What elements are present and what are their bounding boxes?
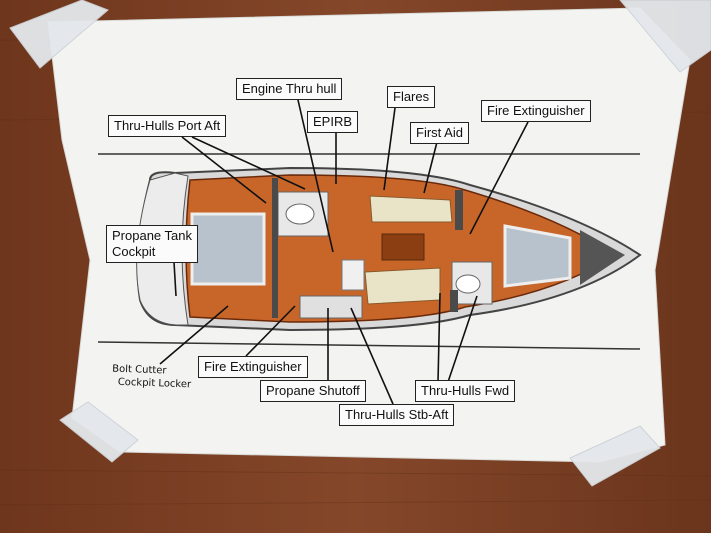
bolt-cutter-line-2: Cockpit Locker (117, 376, 192, 391)
flares-label: Flares (387, 86, 436, 108)
fire-extinguisher-fwd-label: Fire Extinguisher (481, 100, 591, 122)
thru-hulls-stb-aft-label: Thru-Hulls Stb-Aft (339, 404, 455, 426)
propane-tank-line-1: Propane Tank (112, 228, 192, 243)
epirb-label: EPIRB (307, 111, 359, 133)
thru-hulls-fwd-label: Thru-Hulls Fwd (415, 380, 516, 402)
propane-tank-cockpit-label: Propane Tank Cockpit (106, 225, 198, 263)
first-aid-label: First Aid (410, 122, 469, 144)
engine-thru-hull-label: Engine Thru hull (236, 78, 343, 100)
fire-extinguisher-aft-label: Fire Extinguisher (198, 356, 308, 378)
bolt-cutter-label: Bolt Cutter Cockpit Locker (112, 363, 192, 392)
propane-shutoff-label: Propane Shutoff (260, 380, 366, 402)
thru-hulls-port-aft-label: Thru-Hulls Port Aft (108, 115, 227, 137)
propane-tank-line-2: Cockpit (112, 244, 156, 259)
